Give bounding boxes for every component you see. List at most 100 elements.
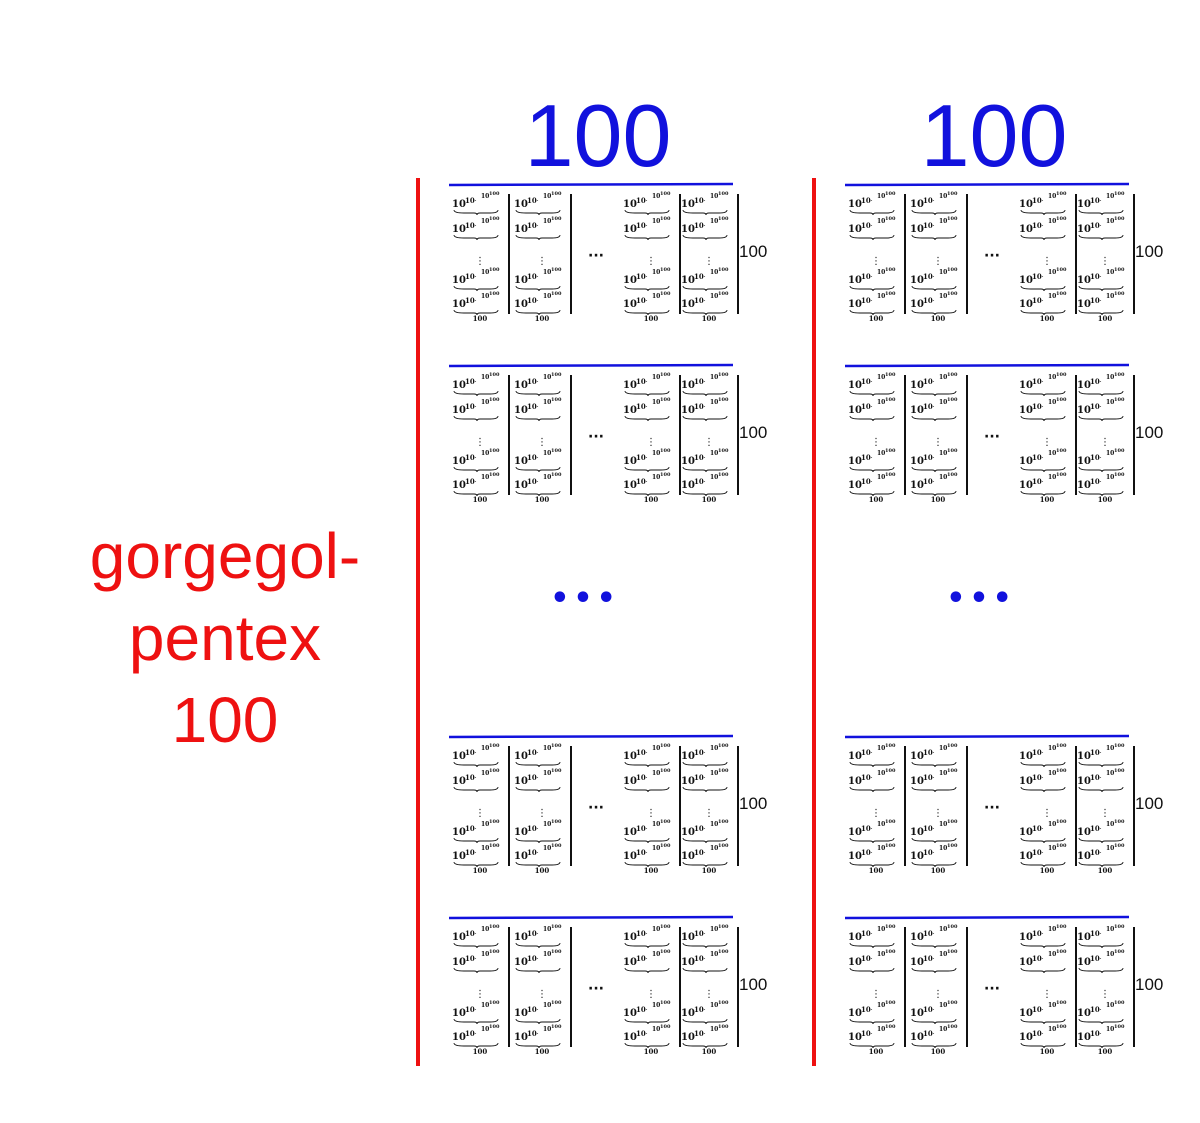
term-underbrace: [911, 1042, 957, 1049]
term-underbrace: [453, 1018, 499, 1025]
term-exponent-power: 100: [489, 1000, 500, 1006]
term-exponent: 10: [694, 477, 704, 486]
term-exponent: 10: [527, 929, 537, 938]
term-exponent-power: 100: [660, 472, 671, 478]
term-exponent-dots: ··: [1098, 274, 1102, 280]
term-underbrace: [682, 234, 728, 241]
term-exponent-top: 10: [939, 193, 947, 200]
term-exponent-top: 10: [939, 951, 947, 958]
vertical-dots: ⋮: [933, 437, 943, 448]
term-exponent-dots: ··: [931, 223, 935, 229]
term-exponent-power: 100: [947, 216, 958, 222]
term-exponent-power: 100: [1056, 472, 1067, 478]
term-exponent-top: 10: [1106, 745, 1114, 752]
vertical-dots: ⋮: [646, 256, 656, 267]
term-base: 10: [1019, 299, 1033, 310]
term-exponent-power: 100: [551, 819, 562, 825]
term-exponent-dots: ··: [931, 379, 935, 385]
block-header-line: [844, 182, 1130, 187]
term-exponent-dots: ··: [1040, 223, 1044, 229]
term-exponent: 10: [694, 453, 704, 462]
term-exponent-top: 10: [710, 926, 718, 933]
term-base: 10: [848, 380, 862, 391]
term-exponent-dots: ··: [473, 223, 477, 229]
vertical-dots: ⋮: [933, 256, 943, 267]
block-size-label: 100: [739, 794, 767, 813]
term-exponent-power: 100: [947, 843, 958, 849]
term-underbrace: [1020, 861, 1066, 868]
term-underbrace: [624, 942, 670, 949]
term-exponent-top: 10: [1048, 1026, 1056, 1033]
term-exponent: 10: [694, 296, 704, 305]
term-exponent-top: 10: [877, 1002, 885, 1009]
term-exponent-power: 100: [489, 768, 500, 774]
term-exponent: 10: [923, 453, 933, 462]
term-exponent-dots: ··: [535, 931, 539, 937]
term-exponent-top: 10: [1048, 951, 1056, 958]
term-underbrace: [624, 309, 670, 316]
term-exponent-power: 100: [489, 472, 500, 478]
column-count-label: 100: [535, 1047, 550, 1056]
block-size-label: 100: [1135, 242, 1163, 261]
term-underbrace: [911, 942, 957, 949]
term-exponent-power: 100: [1056, 743, 1067, 749]
term-exponent-power: 100: [1114, 768, 1125, 774]
term-base: 10: [681, 224, 695, 235]
term-exponent-power: 100: [947, 191, 958, 197]
term-exponent-dots: ··: [702, 931, 706, 937]
column-ellipsis: •••: [946, 581, 1016, 616]
term-exponent-top: 10: [1048, 293, 1056, 300]
term-base: 10: [910, 275, 924, 286]
term-exponent-top: 10: [481, 450, 489, 457]
term-exponent-dots: ··: [535, 198, 539, 204]
term-exponent-power: 100: [551, 216, 562, 222]
term-exponent-power: 100: [947, 291, 958, 297]
term-base: 10: [681, 480, 695, 491]
term-base: 10: [452, 1008, 466, 1019]
term-base: 10: [623, 275, 637, 286]
term-exponent: 10: [694, 1029, 704, 1038]
term-exponent-dots: ··: [1098, 404, 1102, 410]
term-exponent-dots: ··: [1040, 750, 1044, 756]
term-exponent-top: 10: [652, 845, 660, 852]
term-exponent-dots: ··: [869, 198, 873, 204]
vertical-dots: ⋮: [1100, 808, 1110, 819]
term-exponent-power: 100: [551, 397, 562, 403]
term-exponent-top: 10: [652, 218, 660, 225]
term-exponent-power: 100: [1056, 1024, 1067, 1030]
term-underbrace: [1078, 309, 1124, 316]
column-top-label: 100: [525, 86, 672, 185]
vertical-dots: ⋮: [1042, 437, 1052, 448]
term-exponent-top: 10: [1048, 745, 1056, 752]
block-header-line: [844, 363, 1130, 368]
term-base: 10: [514, 224, 528, 235]
term-exponent-power: 100: [718, 472, 729, 478]
term-exponent: 10: [923, 848, 933, 857]
term-exponent-dots: ··: [1040, 479, 1044, 485]
term-exponent-power: 100: [885, 768, 896, 774]
term-exponent-dots: ··: [1098, 298, 1102, 304]
term-exponent-top: 10: [543, 218, 551, 225]
term-exponent-top: 10: [652, 399, 660, 406]
term-exponent: 10: [923, 272, 933, 281]
term-exponent-power: 100: [1114, 1000, 1125, 1006]
column-count-label: 100: [473, 866, 488, 875]
column-count-label: 100: [931, 1047, 946, 1056]
term-base: 10: [623, 957, 637, 968]
term-base: 10: [848, 456, 862, 467]
